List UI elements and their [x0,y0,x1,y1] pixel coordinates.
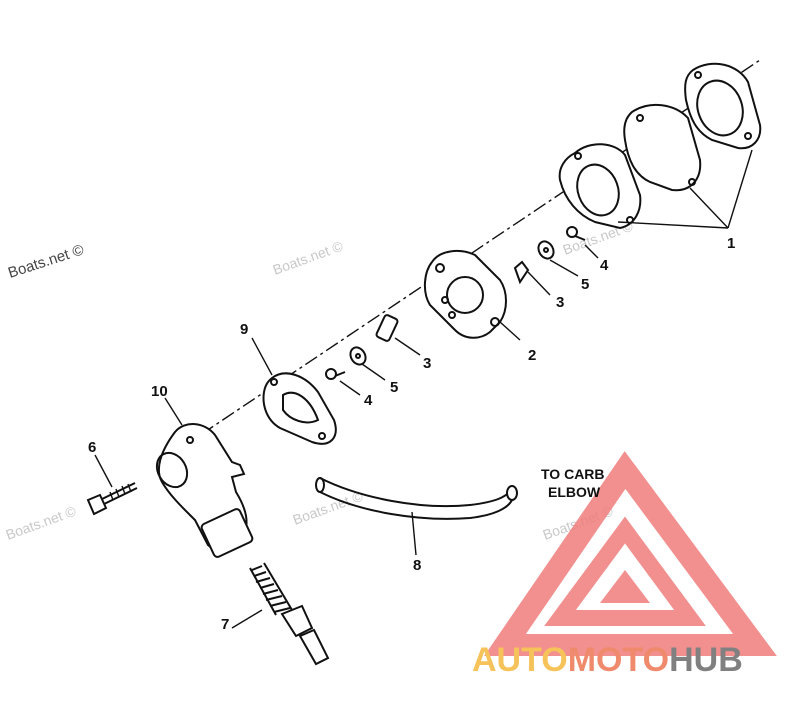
callout-line-2: ELBOW [548,484,601,500]
label-part-5-upper: 5 [581,276,589,293]
valve-part-3-upper [513,260,551,296]
automotohub-logo [484,451,777,656]
label-part-3-upper: 3 [556,294,564,311]
valve-part-3-lower [375,314,421,356]
label-part-6: 6 [88,439,96,456]
label-part-4-lower: 4 [364,392,373,409]
screw-part-4-upper [566,226,599,259]
brand-auto: AUTO [472,641,568,679]
watermark-boats-net-dark: Boats.net © [6,241,86,281]
washer-part-5-lower [349,346,386,381]
pump-body-part-2 [424,249,521,341]
screw-part-4-lower [325,368,361,396]
hose-part-8 [315,477,518,556]
label-part-9: 9 [240,321,248,338]
spring-fitting-part-7 [231,562,330,666]
washer-part-5-upper [537,240,579,277]
brand-hub: HUB [669,641,743,679]
watermark-boats-net: Boats.net © [4,502,79,542]
bolt-part-6 [86,454,138,516]
label-part-7: 7 [221,616,229,633]
label-part-2: 2 [528,347,536,364]
callout-line-1: TO CARB [541,466,605,482]
label-part-10: 10 [151,383,168,400]
brand-wordmark: AUTOMOTOHUB [472,641,743,679]
watermark-boats-net: Boats.net © [291,487,366,527]
watermark-boats-net: Boats.net © [271,237,346,277]
label-part-4-upper: 4 [600,257,609,274]
brand-moto: MOTO [568,641,669,679]
label-part-8: 8 [413,557,421,574]
gasket-part-9 [251,337,337,445]
label-part-3-lower: 3 [423,355,431,372]
housing-part-10 [155,397,254,558]
label-part-1: 1 [727,235,735,252]
gasket-set-part-1 [558,62,762,230]
label-part-5-lower: 5 [390,379,398,396]
